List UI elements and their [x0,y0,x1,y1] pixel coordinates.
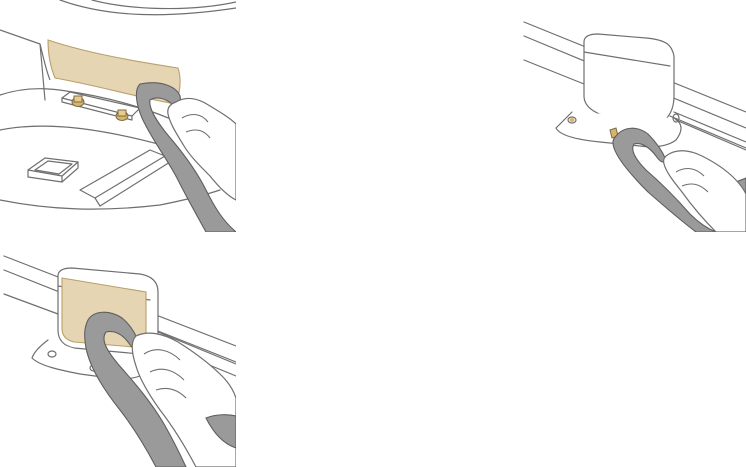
robot-body-top-edge [60,0,236,15]
dock-contacts-illustration [520,0,746,232]
robot-cleaning-panel [0,0,236,232]
wheel-channel [80,150,165,198]
dock-contacts-cleaning-panel [520,0,746,232]
robot-body-rim [92,0,236,9]
dock-body [584,34,674,122]
dock-face-cleaning-panel [0,248,236,467]
screw-hole [570,118,575,122]
dock-face-illustration [0,248,236,467]
robot-illustration [0,0,236,232]
hand [664,151,746,232]
